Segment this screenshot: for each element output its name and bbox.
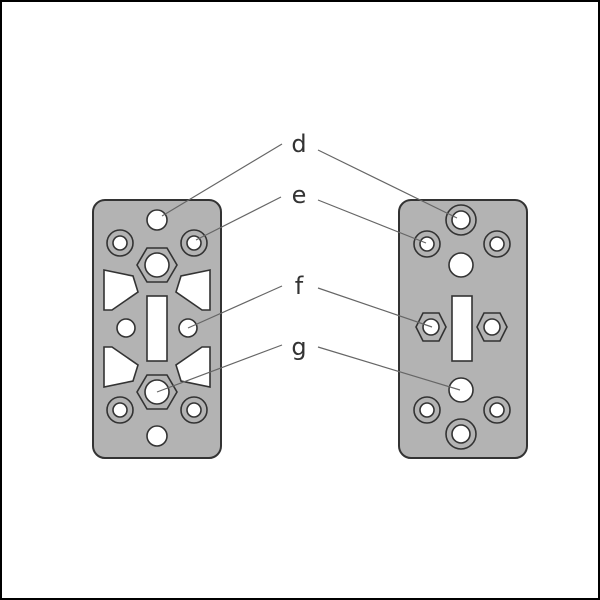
- leader-e-right: [317, 199, 427, 244]
- leader-e-left: [195, 196, 282, 241]
- leader-g-left: [156, 344, 283, 393]
- right-plate-ringed-hole-bottom: [445, 418, 477, 450]
- left-plate-ringed-hole-top-right: [180, 229, 208, 257]
- left-plate: [92, 199, 222, 459]
- left-plate-cutout-upper-right: [175, 269, 211, 311]
- leader-lines: [156, 143, 461, 393]
- right-plate-ringed-hole-lower-right: [483, 396, 511, 424]
- leader-f-right: [317, 287, 433, 328]
- right-plate-upper-hole: [448, 252, 474, 278]
- left-plate-ringed-hole-bottom-left: [106, 396, 134, 424]
- label-d: d: [291, 130, 306, 158]
- leader-d-right: [317, 149, 458, 219]
- left-plate-center-slot: [146, 295, 168, 362]
- label-g: g: [291, 333, 306, 361]
- right-plate-ringed-hole-upper-right: [483, 230, 511, 258]
- leader-d-left: [161, 143, 283, 217]
- right-plate-center-slot: [451, 295, 473, 362]
- label-e: e: [292, 181, 307, 209]
- left-plate-side-hole-left: [116, 318, 136, 338]
- right-plate-ringed-hole-lower-left: [413, 396, 441, 424]
- left-plate-cutout-lower-right: [175, 346, 211, 388]
- left-plate-ringed-hole-bottom-right: [180, 396, 208, 424]
- leader-f-left: [187, 285, 283, 329]
- label-f: f: [295, 272, 304, 300]
- right-plate-lower-hole: [448, 377, 474, 403]
- leader-g-right: [317, 346, 461, 391]
- right-plate-ringed-hole-top: [445, 204, 477, 236]
- right-plate: [398, 199, 528, 459]
- right-plate-hex-nut-right: [476, 312, 508, 342]
- left-plate-ringed-hole-top-left: [106, 229, 134, 257]
- left-plate-cutout-upper-left: [103, 269, 139, 311]
- right-plate-ringed-hole-upper-left: [413, 230, 441, 258]
- left-plate-hex-nut-top: [136, 247, 178, 283]
- labels: d e f g: [291, 130, 306, 361]
- left-plate-top-hole: [146, 209, 168, 231]
- left-plate-cutout-lower-left: [103, 346, 139, 388]
- left-plate-bottom-hole: [146, 425, 168, 447]
